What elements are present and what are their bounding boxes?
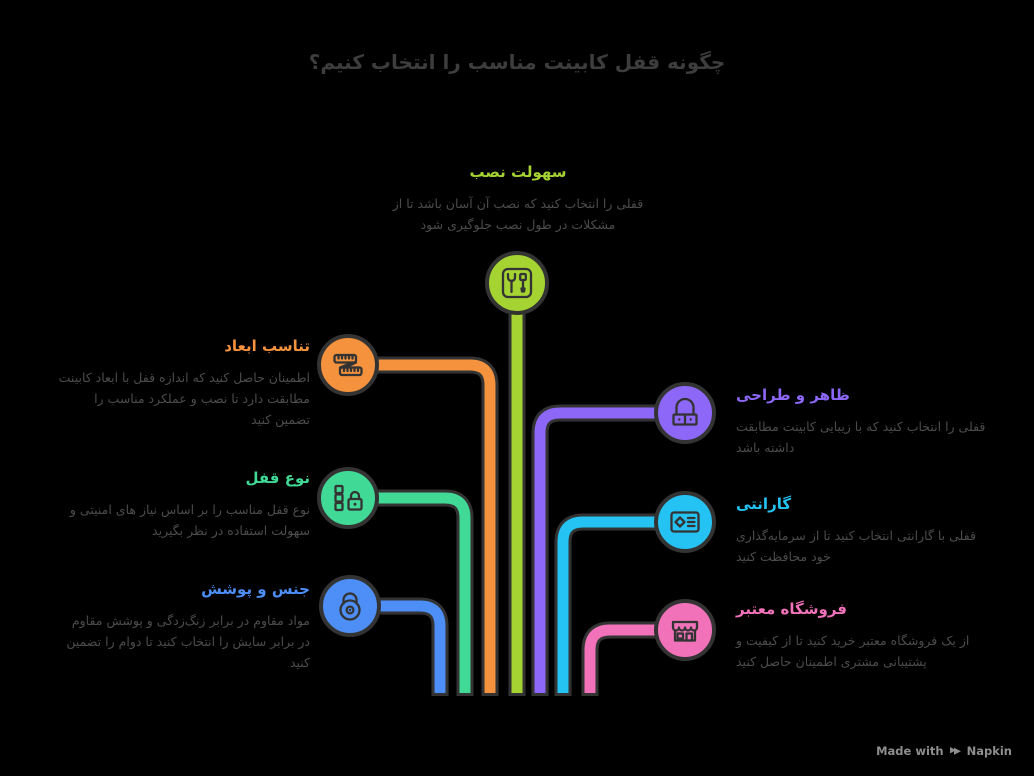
tools-icon [501,267,533,299]
node-lock-type [317,467,379,529]
connector-material-coating [350,600,446,693]
round-padlock-icon [339,592,361,621]
branch-label: جنس و پوشش [201,580,310,598]
connector-warranty [557,516,685,693]
branch-description: قفلی با گارانتی انتخاب کنید تا از سرمایه… [736,528,976,564]
design-padlock-icon [672,397,698,426]
branch-label: ظاهر و طراحی [736,386,850,404]
made-with-napkin-credit: Made with Napkin [876,744,1012,758]
made-with-label: Made with [876,744,944,758]
branch-text-lock-type: نوع قفل نوع قفل مناسب را بر اساس نیاز ها… [58,469,310,541]
branch-text-warranty: گارانتی قفلی با گارانتی انتخاب کنید تا ا… [736,495,988,567]
napkin-logo-icon [949,747,961,755]
branch-description: قفلی را انتخاب کنید که با زیبایی کابینت … [736,419,986,455]
measuring-tape-icon [333,353,363,377]
branch-label: گارانتی [736,495,792,513]
connector-appearance-design [534,407,685,693]
branch-text-material-coating: جنس و پوشش مواد مقاوم در برابر زنگ‌زدگی … [58,580,310,673]
connector-size-fit [348,359,496,693]
napkin-brand-label: Napkin [966,744,1012,758]
branch-label: فروشگاه معتبر [736,600,847,618]
lock-list-icon [334,484,363,512]
connectors [348,281,685,693]
node-icons [333,267,700,642]
node-appearance-design [654,382,716,444]
page-title: چگونه قفل کابینت مناسب را انتخاب کنیم؟ [308,50,726,74]
branch-description: قفلی را انتخاب کنید که نصب آن آسان باشد … [392,196,644,232]
branch-label: سهولت نصب [469,163,567,181]
branch-text-size-fit: تناسب ابعاد اطمینان حاصل کنید که اندازه … [58,337,310,430]
storefront-icon [671,620,699,642]
branch-description: مواد مقاوم در برابر زنگ‌زدگی و پوشش مقاو… [66,613,310,670]
branch-description: اطمینان حاصل کنید که اندازه قفل با ابعاد… [58,370,310,427]
branch-text-trusted-store: فروشگاه معتبر از یک فروشگاه معتبر خرید ک… [736,600,988,672]
warranty-card-icon [670,511,700,533]
branch-label: تناسب ابعاد [224,337,310,355]
branch-label: نوع قفل [245,469,310,487]
node-installation-ease [485,251,549,315]
branch-description: از یک فروشگاه معتبر خرید کنید تا از کیفی… [736,633,970,669]
branch-text-installation-ease: سهولت نصب قفلی را انتخاب کنید که نصب آن … [392,163,644,235]
connector-lock-type [348,492,471,693]
branch-text-appearance-design: ظاهر و طراحی قفلی را انتخاب کنید که با ز… [736,386,988,458]
branch-description: نوع قفل مناسب را بر اساس نیاز های امنیتی… [69,502,310,538]
connector-trusted-store [584,624,685,693]
